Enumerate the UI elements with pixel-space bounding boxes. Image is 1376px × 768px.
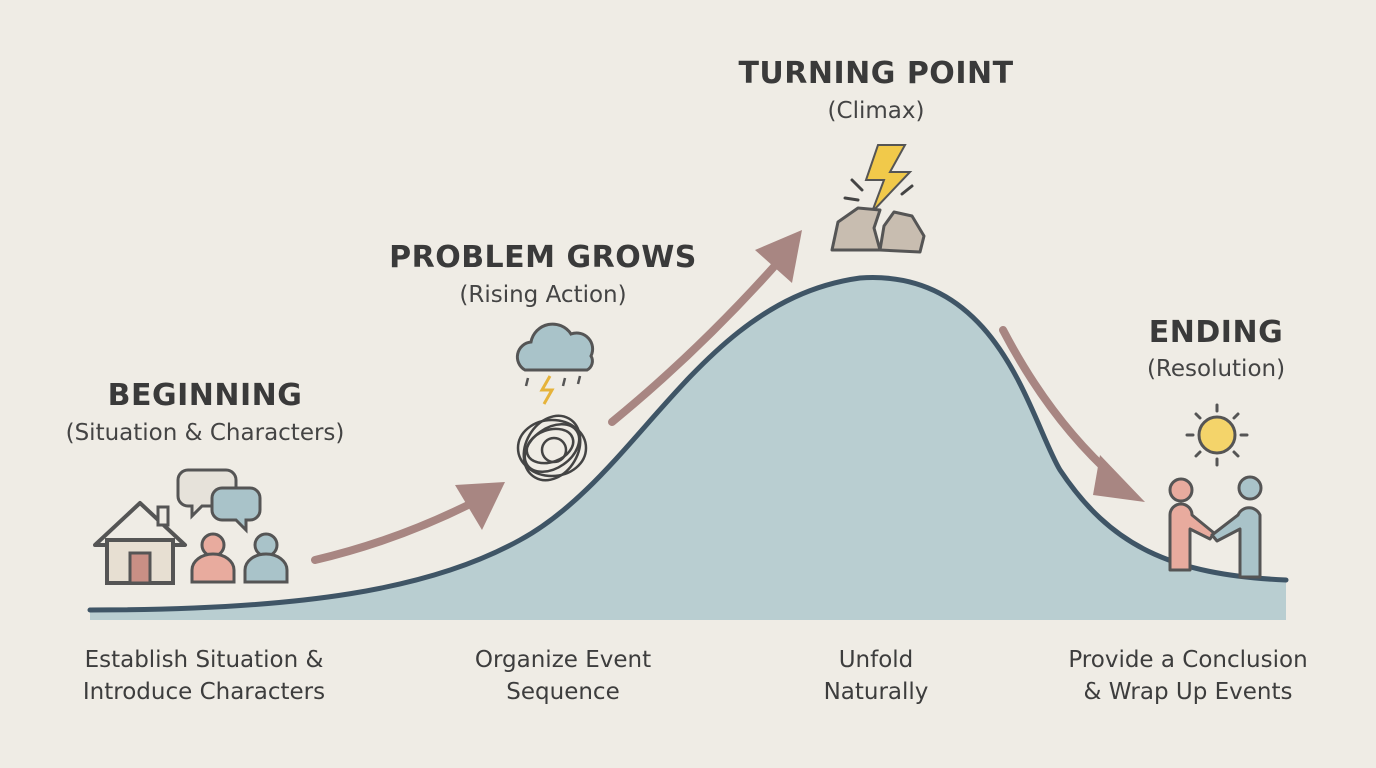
caption-line: & Wrap Up Events xyxy=(1083,679,1293,705)
handshake-icon xyxy=(1168,475,1263,579)
tangle-icon xyxy=(516,414,588,482)
stage-subtitle-turning: (Climax) xyxy=(827,98,925,124)
rising-arrow-large xyxy=(608,230,802,426)
caption-turning: Unfold Naturally xyxy=(824,644,929,708)
sun-icon xyxy=(1185,403,1249,467)
caption-line: Establish Situation & xyxy=(84,647,324,673)
stage-subtitle-problem: (Rising Action) xyxy=(459,282,627,308)
caption-line: Sequence xyxy=(506,679,620,705)
plot-curve-fill xyxy=(90,277,1286,620)
stage-subtitle-ending: (Resolution) xyxy=(1146,356,1286,382)
falling-arrow xyxy=(999,326,1145,502)
caption-line: Naturally xyxy=(823,679,929,705)
stage-title-ending: ENDING xyxy=(1148,315,1284,350)
stage-subtitle-beginning: (Situation & Characters) xyxy=(65,420,345,446)
lightning-bolt-icon xyxy=(843,144,914,213)
speech-bubbles-icon xyxy=(176,468,262,534)
person-icon xyxy=(190,532,236,584)
stage-title-problem: PROBLEM GROWS xyxy=(389,240,697,275)
caption-ending: Provide a Conclusion & Wrap Up Events xyxy=(1068,644,1307,708)
house-icon xyxy=(93,501,187,585)
storm-cloud-icon xyxy=(515,322,595,405)
caption-line: Introduce Characters xyxy=(82,679,326,705)
rising-arrow-small xyxy=(311,482,505,564)
caption-line: Provide a Conclusion xyxy=(1068,647,1308,673)
stage-title-turning: TURNING POINT xyxy=(738,56,1014,91)
broken-rock-icon xyxy=(830,206,926,254)
plot-curve-line xyxy=(87,275,1289,613)
caption-line: Unfold xyxy=(838,647,914,673)
caption-beginning: Establish Situation & Introduce Characte… xyxy=(83,644,325,708)
person-icon xyxy=(243,532,289,584)
stage-title-beginning: BEGINNING xyxy=(107,378,303,413)
caption-line: Organize Event xyxy=(474,647,652,673)
caption-problem: Organize Event Sequence xyxy=(475,644,651,708)
